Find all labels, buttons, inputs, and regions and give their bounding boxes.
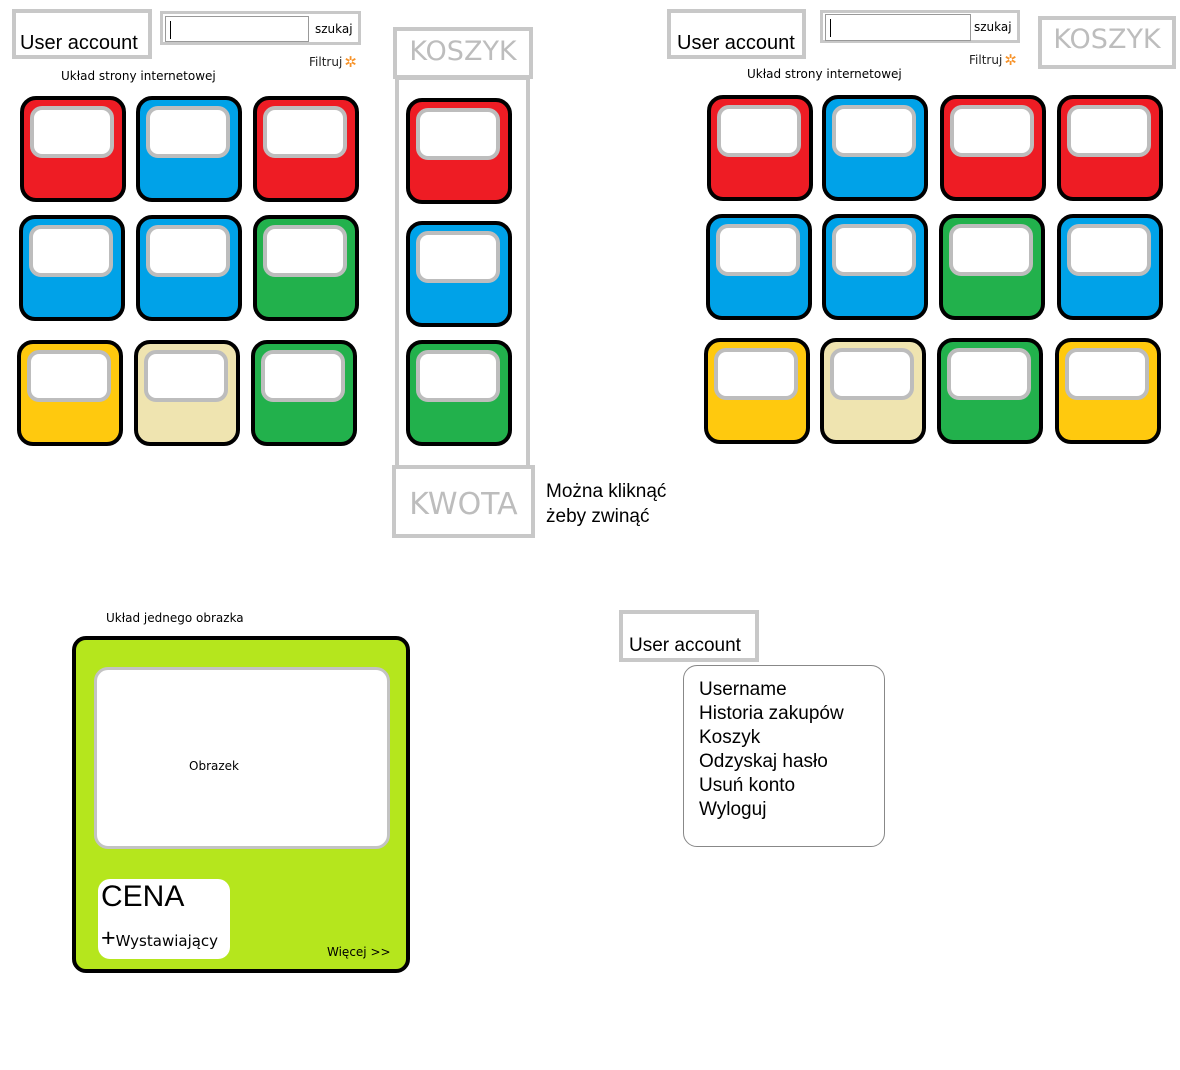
tile-image: [416, 108, 500, 160]
tile-image: [832, 105, 916, 157]
layout-label: Układ strony internetowej: [747, 67, 902, 81]
tile-image: [29, 225, 113, 277]
price-label: CENA: [101, 880, 185, 913]
product-card[interactable]: Obrazek CENA +Wystawiający Więcej >>: [72, 636, 410, 973]
search-input[interactable]: [825, 14, 971, 41]
tile-image: [717, 105, 801, 157]
tile-image: [416, 231, 500, 283]
filter-icon: ✲: [344, 53, 357, 71]
product-tile[interactable]: [20, 96, 126, 202]
search-input[interactable]: [165, 16, 309, 42]
tile-image: [949, 224, 1033, 276]
single-item-label: Układ jednego obrazka: [106, 611, 244, 625]
filter-button[interactable]: Filtruj✲: [309, 53, 357, 71]
tile-image: [950, 105, 1034, 157]
tile-image: [144, 350, 228, 402]
tile-image: [416, 350, 500, 402]
cart-amount-button[interactable]: KWOTA: [392, 465, 535, 538]
product-tile[interactable]: [251, 340, 357, 446]
text-caret: [830, 19, 831, 37]
tile-image: [832, 224, 916, 276]
cart-item[interactable]: [406, 221, 512, 327]
seller-row: +Wystawiający: [101, 924, 218, 953]
tile-image: [1067, 105, 1151, 157]
tile-image: [30, 106, 114, 158]
cart-item[interactable]: [406, 98, 512, 204]
tile-image: [263, 225, 347, 277]
product-tile[interactable]: [940, 95, 1046, 201]
menu-item-purchase-history[interactable]: Historia zakupów: [699, 703, 844, 724]
tile-image: [714, 348, 798, 400]
menu-item-recover-password[interactable]: Odzyskaj hasło: [699, 751, 828, 772]
tile-image: [1067, 224, 1151, 276]
product-tile[interactable]: [937, 338, 1043, 444]
product-tile[interactable]: [822, 95, 928, 201]
tile-image: [146, 225, 230, 277]
price-box: CENA +Wystawiający: [98, 879, 230, 959]
product-tile[interactable]: [136, 215, 242, 321]
layout-label: Układ strony internetowej: [61, 69, 216, 83]
product-tile[interactable]: [253, 215, 359, 321]
product-tile[interactable]: [136, 96, 242, 202]
tile-image: [947, 348, 1031, 400]
search-bar: szukaj: [160, 11, 361, 45]
user-account-button[interactable]: User account: [619, 610, 759, 662]
note-line-1: Można kliknąć: [546, 481, 667, 502]
filter-icon: ✲: [1004, 51, 1017, 69]
filter-button[interactable]: Filtruj✲: [969, 51, 1017, 69]
product-tile[interactable]: [706, 214, 812, 320]
menu-item-delete-account[interactable]: Usuń konto: [699, 775, 796, 796]
search-bar: szukaj: [820, 10, 1020, 43]
image-label: Obrazek: [189, 759, 239, 773]
cart-title-button[interactable]: KOSZYK: [393, 27, 533, 79]
product-tile[interactable]: [822, 214, 928, 320]
account-dropdown-menu: Username Historia zakupów Koszyk Odzyska…: [683, 665, 885, 847]
product-tile[interactable]: [1057, 95, 1163, 201]
tile-image: [263, 106, 347, 158]
cart-item[interactable]: [406, 340, 512, 446]
user-account-button[interactable]: User account: [12, 9, 152, 59]
tile-image: [146, 106, 230, 158]
menu-item-logout[interactable]: Wyloguj: [699, 799, 767, 820]
product-tile[interactable]: [17, 340, 123, 446]
filter-label: Filtruj: [969, 53, 1003, 67]
menu-item-cart[interactable]: Koszyk: [699, 727, 761, 748]
user-account-button[interactable]: User account: [667, 9, 806, 59]
tile-image: [830, 348, 914, 400]
product-tile[interactable]: [704, 338, 810, 444]
product-tile[interactable]: [19, 215, 125, 321]
product-image[interactable]: Obrazek: [94, 667, 390, 849]
tile-image: [27, 350, 111, 402]
note-line-2: żeby zwinąć: [546, 506, 650, 527]
plus-icon: +: [101, 924, 116, 952]
menu-item-username[interactable]: Username: [699, 679, 787, 700]
tile-image: [1065, 348, 1149, 400]
cart-collapse-note: Można kliknąć żeby zwinąć: [546, 479, 666, 529]
product-tile[interactable]: [134, 340, 240, 446]
more-link[interactable]: Więcej >>: [327, 945, 391, 959]
product-tile[interactable]: [939, 214, 1045, 320]
filter-label: Filtruj: [309, 55, 343, 69]
text-caret: [170, 21, 171, 39]
product-tile[interactable]: [253, 96, 359, 202]
seller-label: Wystawiający: [115, 932, 219, 950]
tile-image: [716, 224, 800, 276]
product-tile[interactable]: [707, 95, 813, 201]
search-button[interactable]: szukaj: [974, 20, 1012, 34]
product-tile[interactable]: [1057, 214, 1163, 320]
search-button[interactable]: szukaj: [315, 22, 353, 36]
cart-title-button[interactable]: KOSZYK: [1038, 16, 1176, 69]
product-tile[interactable]: [820, 338, 926, 444]
product-tile[interactable]: [1055, 338, 1161, 444]
tile-image: [261, 350, 345, 402]
